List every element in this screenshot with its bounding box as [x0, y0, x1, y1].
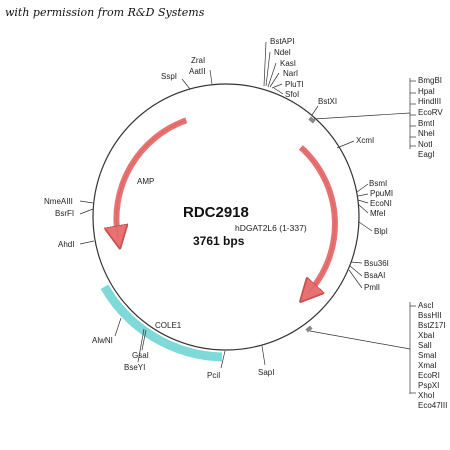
site-eagi: EagI	[418, 150, 434, 159]
site-ppumi: PpuMI	[370, 189, 393, 198]
site-bmti: BmtI	[418, 119, 434, 128]
site-bsu36i: Bsu36I	[364, 259, 389, 268]
site-ecori: EcoRI	[418, 371, 440, 380]
site-xcmi: XcmI	[356, 136, 374, 145]
site-smai: SmaI	[418, 351, 437, 360]
cole1-feature	[100, 284, 223, 362]
site-nhei: NheI	[418, 129, 435, 138]
site-bstxi: BstXI	[318, 97, 337, 106]
site-pcii: PciI	[207, 371, 220, 380]
site-nmeaiii: NmeAIII	[44, 197, 73, 206]
insert-arrow	[301, 145, 338, 293]
site-sapi: SapI	[258, 368, 274, 377]
site-plutI: PluTI	[285, 80, 304, 89]
site-blpi: BlpI	[374, 227, 388, 236]
site-sspi: SspI	[161, 72, 177, 81]
site-ecorv: EcoRV	[418, 108, 443, 117]
insert-name: hDGAT2L6 (1-337)	[235, 223, 307, 233]
credit-caption: with permission from R&D Systems	[5, 6, 205, 19]
site-zrai: ZraI	[191, 56, 205, 65]
site-xbai: XbaI	[418, 331, 434, 340]
amp-label: AMP	[137, 177, 154, 186]
site-pspxi: PspXI	[418, 381, 439, 390]
site-hindiii: HindIII	[418, 97, 441, 106]
site-bsrfi: BsrFI	[55, 209, 74, 218]
plasmid-backbone	[92, 83, 360, 351]
site-bsaai: BsaAI	[364, 271, 385, 280]
site-bsshii: BssHII	[418, 311, 442, 320]
site-mfei: MfeI	[370, 209, 386, 218]
plasmid-size: 3761 bps	[193, 234, 245, 248]
site-bstz17i: BstZ17I	[418, 321, 446, 330]
site-xmai: XmaI	[418, 361, 437, 370]
plasmid-name: RDC2918	[183, 204, 249, 221]
leader-lines	[79, 41, 416, 394]
site-bmgbi: BmgBI	[418, 76, 442, 85]
site-kasi: KasI	[280, 59, 296, 68]
amp-arrow-outline	[116, 120, 187, 238]
cole1-label: COLE1	[155, 321, 182, 330]
site-econi: EcoNI	[370, 199, 392, 208]
site-ahdi: AhdI	[58, 240, 74, 249]
site-sali: SalI	[418, 341, 432, 350]
bstxi-marker	[308, 116, 316, 124]
site-pmli: PmlI	[364, 283, 380, 292]
site-aatii: AatII	[189, 67, 205, 76]
site-alwni: AlwNI	[92, 336, 113, 345]
site-bseyi: BseYI	[124, 363, 145, 372]
site-noti: NotI	[418, 140, 433, 149]
site-bstapi: BstAPI	[270, 37, 294, 46]
site-gsai: GsaI	[132, 351, 149, 360]
site-sfoi: SfoI	[285, 90, 299, 99]
site-xhoi: XhoI	[418, 391, 434, 400]
site-asci: AscI	[418, 301, 434, 310]
site-eco47iii: Eco47III	[418, 401, 447, 410]
insert-arrow-outline	[300, 147, 336, 294]
site-ndei: NdeI	[274, 48, 291, 57]
site-hpai: HpaI	[418, 87, 435, 96]
mcs-marker	[305, 325, 313, 333]
site-bsmi: BsmI	[369, 179, 387, 188]
site-nari: NarI	[283, 69, 298, 78]
